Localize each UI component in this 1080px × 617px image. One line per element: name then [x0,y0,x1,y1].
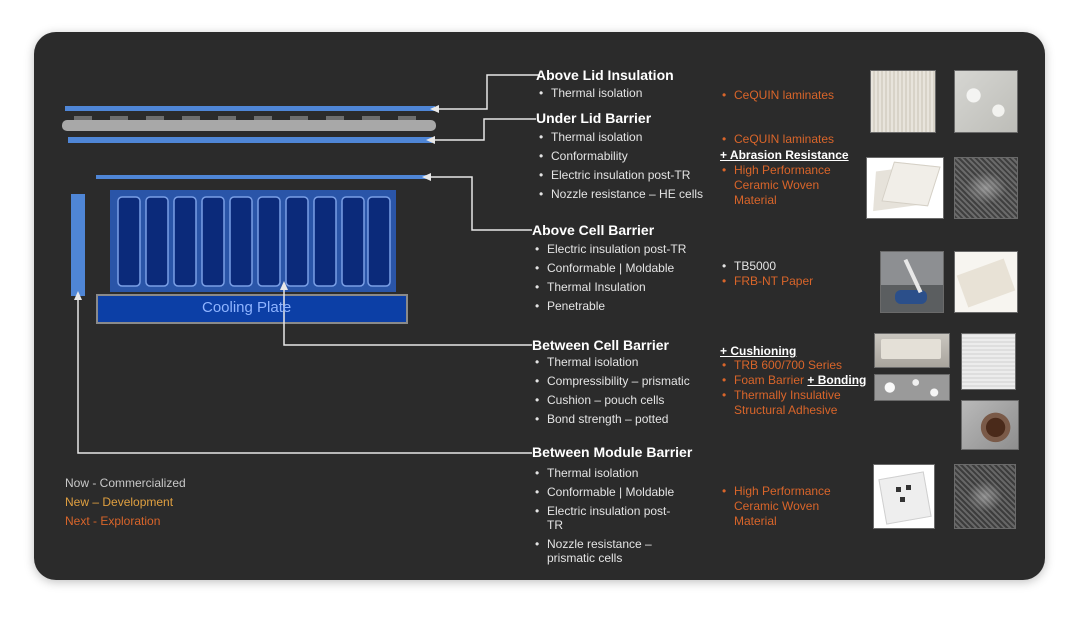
section-title: Above Cell Barrier [532,222,655,238]
section-between-module: Between Module Barrier Thermal isolation… [532,444,692,570]
cell [145,196,169,287]
materials-under-lid: CeQUIN laminates + Abrasion Resistance H… [720,132,860,208]
material-item: High Performance Ceramic Woven Material [720,163,860,208]
section-title: Between Cell Barrier [532,337,669,353]
section-title: Above Lid Insulation [536,67,674,83]
cell [229,196,253,287]
above-cell-layer [96,175,426,179]
material-item: TB5000 [720,259,813,274]
legend-next: Next - Exploration [65,514,161,528]
bullet-item: Bond strength – potted [532,412,722,426]
lid-dashes [74,116,416,120]
cell [341,196,365,287]
material-item: TRB 600/700 Series [720,358,870,373]
cooling-plate-label: Cooling Plate [202,299,292,316]
material-item: FRB-NT Paper [720,274,813,289]
materials-between-module: High Performance Ceramic Woven Material [720,484,850,529]
bullet-item: Thermal isolation [532,355,722,369]
section-bullets: Thermal isolation Conformable | Moldable… [532,466,682,565]
bullet-item: Electric insulation post-TR [532,242,722,256]
woven-ceramic-photo [954,157,1018,219]
section-bullets: Thermal isolation Compressibility – pris… [532,355,722,426]
under-lid-layer [68,137,432,143]
bullet-item: Cushion – pouch cells [532,393,722,407]
section-under-lid: Under Lid Barrier Thermal isolation Conf… [536,110,726,206]
material-item: CeQUIN laminates [720,88,834,103]
bullet-item: Nozzle resistance – prismatic cells [532,537,682,565]
materials-above-lid: CeQUIN laminates [720,88,834,103]
between-module-layer [71,194,85,296]
cooling-plate [96,294,408,324]
battery-pack-diagram [62,74,540,454]
bullet-item: Nozzle resistance – HE cells [536,187,726,201]
bullet-item: Conformable | Moldable [532,485,682,499]
section-bullets: Thermal isolation Conformability Electri… [536,130,726,201]
material-item: CeQUIN laminates [720,132,860,147]
legend-now: Now - Commercialized [65,476,186,490]
bullet-item: Electric insulation post-TR [532,504,682,532]
cell [257,196,281,287]
abrasion-addon: + Abrasion Resistance [720,148,849,162]
legend: Now - Commercialized New – Development N… [65,474,186,531]
frb-paper-photo [954,251,1018,313]
trb-pad-photo [874,333,950,368]
section-above-cell: Above Cell Barrier Electric insulation p… [532,222,722,318]
section-title: Between Module Barrier [532,444,693,460]
material-list: CeQUIN laminates [720,132,860,147]
material-list: High Performance Ceramic Woven Material [720,163,860,208]
cell [313,196,337,287]
section-above-lid: Above Lid Insulation Thermal isolation [536,67,674,105]
section-between-cell: Between Cell Barrier Thermal isolation C… [532,337,722,431]
material-item: Thermally Insulative Structural Adhesive [720,388,870,418]
trb-square-photo [961,333,1016,390]
foam-barrier-label: Foam Barrier [734,373,805,387]
section-title: Under Lid Barrier [536,110,652,126]
bullet-item: Penetrable [532,299,722,313]
connector-lines [77,74,540,454]
bullet-item: Thermal isolation [536,86,674,100]
cequin-laminate-photo [870,70,936,133]
bullet-item: Thermal isolation [536,130,726,144]
materials-above-cell: TB5000 FRB-NT Paper [720,259,813,289]
lid [62,120,436,131]
bullet-item: Thermal Insulation [532,280,722,294]
bullet-item: Conformability [536,149,726,163]
connector-arrowheads [74,105,439,300]
cushioning-addon: + Cushioning [720,344,797,358]
section-bullets: Electric insulation post-TR Conformable … [532,242,722,313]
bullet-item: Conformable | Moldable [532,261,722,275]
material-item: High Performance Ceramic Woven Material [720,484,850,529]
adhesive-photo [961,400,1019,450]
bullet-item: Electric insulation post-TR [536,168,726,182]
material-item-foam: Foam Barrier + Bonding [720,373,870,388]
cells [117,196,391,287]
diagram-panel: Cooling Plate Above Lid Insulation Therm… [34,32,1045,580]
bullet-item: Thermal isolation [532,466,682,480]
bullet-item: Compressibility – prismatic [532,374,722,388]
bonding-addon: + Bonding [807,373,867,387]
cell [367,196,391,287]
foam-barrier-photo [874,374,950,401]
materials-between-cell: + Cushioning TRB 600/700 Series Foam Bar… [720,344,870,418]
tb5000-application-photo [880,251,944,313]
cell [285,196,309,287]
material-list: TRB 600/700 Series Foam Barrier + Bondin… [720,358,870,418]
cell [173,196,197,287]
section-bullets: Thermal isolation [536,86,674,100]
cell [201,196,225,287]
legend-new: New – Development [65,495,174,509]
module-barrier-photo [873,464,935,529]
woven-module-photo [954,464,1016,529]
cell [117,196,141,287]
above-lid-layer [65,106,435,111]
cequin-texture-photo [954,70,1018,133]
ceramic-sheets-photo [866,157,944,219]
